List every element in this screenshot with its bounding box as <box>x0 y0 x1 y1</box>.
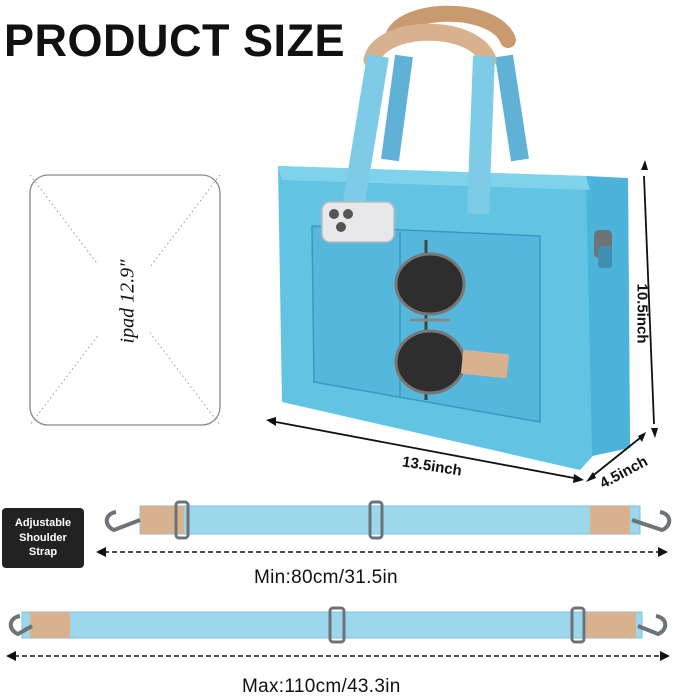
height-label: 10.5inch <box>633 283 651 344</box>
ipad-outline <box>29 174 221 426</box>
strap-max <box>8 606 668 644</box>
page-title: PRODUCT SIZE <box>4 15 346 66</box>
leather-patch <box>461 349 509 379</box>
badge-line-1: Adjustable <box>14 516 72 529</box>
strap-badge: Adjustable Shoulder Strap <box>2 508 84 568</box>
min-length-label: Min:80cm/31.5in <box>254 567 398 588</box>
badge-line-2: Shoulder <box>19 531 67 544</box>
badge-line-3: Strap <box>28 546 58 559</box>
sunglasses-icon <box>394 240 466 400</box>
strap-min <box>104 500 672 540</box>
max-length-label: Max:110cm/43.3in <box>242 676 401 697</box>
phone-icon <box>321 201 395 243</box>
